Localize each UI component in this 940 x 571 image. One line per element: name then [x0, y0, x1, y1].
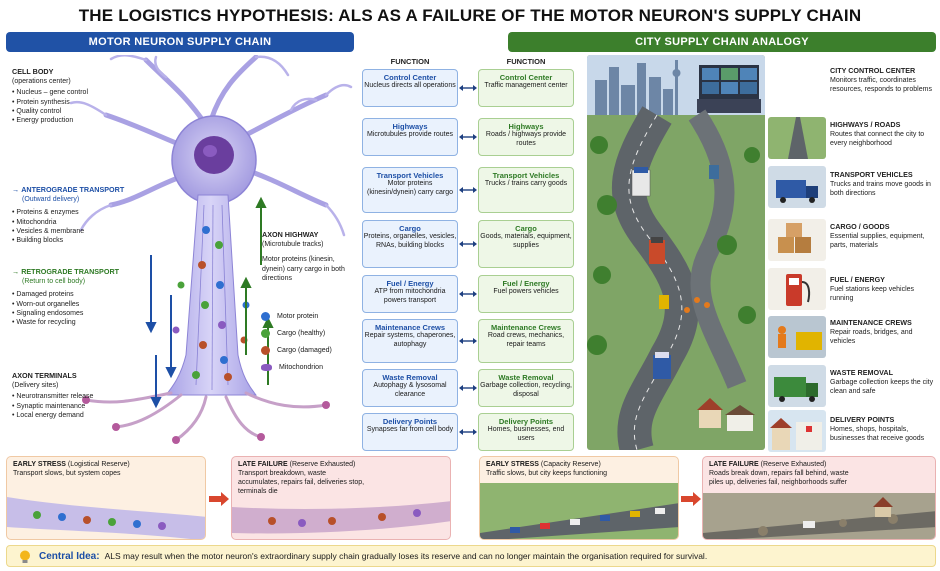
legend: Motor protein Cargo (healthy) Cargo (dam…	[261, 308, 357, 376]
stage-early-stress-neuron: EARLY STRESS (Logistical Reserve) Transp…	[6, 456, 206, 540]
arrow-right-icon	[209, 492, 229, 506]
retrograde-label: →RETROGRADE TRANSPORT (Return to cell bo…	[12, 267, 132, 328]
city-drawing	[587, 55, 765, 450]
anterograde-label: →ANTEROGRADE TRANSPORT (Outward delivery…	[12, 185, 132, 246]
cell-body-label: CELL BODY (operations center) Nucleus – …	[12, 67, 122, 126]
double-arrow-icon	[459, 187, 477, 193]
lightbulb-icon	[20, 550, 30, 563]
double-arrow-icon	[459, 291, 477, 297]
damaged-axon-drawing	[232, 501, 450, 534]
double-arrow-icon	[459, 85, 477, 91]
axon-terminals-label: AXON TERMINALS (Delivery sites) Neurotra…	[12, 371, 112, 420]
cargo-damaged-swatch	[261, 346, 270, 355]
double-arrow-icon	[459, 429, 477, 435]
fuel-pump-icon	[768, 268, 826, 310]
neuron-illustration: CELL BODY (operations center) Nucleus – …	[6, 55, 354, 450]
axon-highway-label: AXON HIGHWAY (Microtubule tracks) Motor …	[262, 230, 345, 283]
truck-thumbnail	[768, 166, 826, 208]
maintenance-crew-thumbnail	[768, 316, 826, 358]
left-panel-header: MOTOR NEURON SUPPLY CHAIN	[6, 32, 354, 52]
double-arrow-icon	[459, 338, 477, 344]
mitochondrion-swatch	[261, 364, 272, 371]
healthy-axon-drawing	[7, 497, 205, 539]
arrow-right-icon	[681, 492, 701, 506]
central-idea-text: ALS may result when the motor neuron's e…	[104, 551, 708, 561]
double-arrow-icon	[459, 134, 477, 140]
stage-late-failure-city: LATE FAILURE (Reserve Exhausted) Roads b…	[702, 456, 936, 540]
legend-item: Cargo (damaged)	[261, 342, 357, 359]
cargo-healthy-swatch	[261, 329, 270, 338]
broken-highway-drawing	[703, 493, 935, 539]
double-arrow-icon	[459, 385, 477, 391]
cargo-boxes-thumbnail	[768, 219, 826, 261]
busy-highway-drawing	[480, 483, 678, 539]
function-header-city: FUNCTION	[506, 57, 546, 66]
buildings-thumbnail	[768, 410, 826, 452]
city-illustration	[587, 55, 765, 450]
legend-item: Motor protein	[261, 308, 357, 325]
central-idea-banner: Central Idea: ALS may result when the mo…	[6, 545, 936, 567]
neuron-drawing	[69, 55, 353, 444]
legend-item: Mitochondrion	[261, 359, 357, 376]
page-title: THE LOGISTICS HYPOTHESIS: ALS AS A FAILU…	[78, 6, 862, 25]
stage-late-failure-neuron: LATE FAILURE (Reserve Exhausted) Transpo…	[231, 456, 451, 540]
legend-item: Cargo (healthy)	[261, 325, 357, 342]
function-header-neuron: FUNCTION	[390, 57, 430, 66]
stage-early-stress-city: EARLY STRESS (Capacity Reserve) Traffic …	[479, 456, 679, 540]
garbage-truck-thumbnail	[768, 365, 826, 407]
double-arrow-icon	[459, 241, 477, 247]
motor-protein-swatch	[261, 312, 270, 321]
highway-thumbnail	[768, 117, 826, 159]
right-panel-header: CITY SUPPLY CHAIN ANALOGY	[508, 32, 936, 52]
